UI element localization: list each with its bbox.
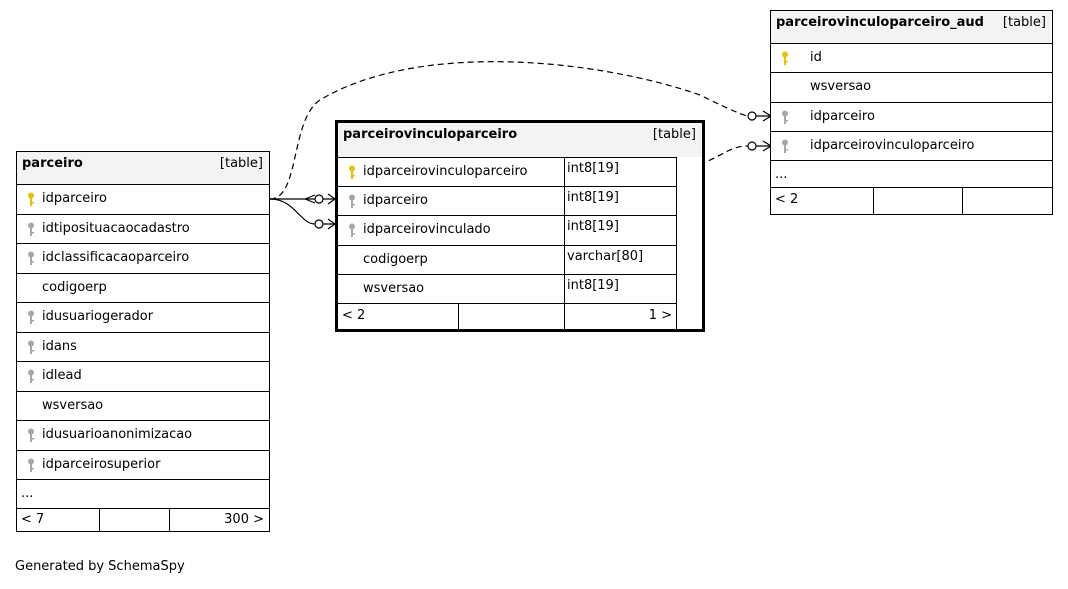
column-type: int8[19] — [567, 277, 619, 293]
foreign-key-icon — [348, 194, 356, 209]
table-header: parceiro [table] — [17, 152, 269, 184]
table-kind: [table] — [1002, 15, 1046, 30]
table-parceirovinculoparceiro-aud[interactable]: parceirovinculoparceiro_aud [table] id ws… — [770, 10, 1053, 215]
column-name: idparceirovinculado — [363, 222, 491, 238]
foreign-key-icon — [27, 458, 35, 473]
column-row[interactable]: idparceirovinculado int8[19] — [338, 215, 677, 245]
table-name: parceirovinculoparceiro — [343, 127, 518, 142]
column-row[interactable]: idtiposituacaocadastro — [17, 213, 269, 244]
column-row[interactable]: idparceirosuperior — [17, 449, 269, 480]
column-name: idparceirovinculoparceiro — [810, 137, 975, 153]
column-row[interactable]: idparceiro — [771, 101, 1052, 131]
zero-many-marker — [314, 219, 324, 229]
column-row[interactable]: idusuarioanonimizacao — [17, 420, 269, 450]
table-footer: < 2 — [771, 187, 1052, 214]
column-row[interactable]: idusuariogerador — [17, 302, 269, 332]
column-name: codigoerp — [42, 279, 107, 295]
column-name: idusuarioanonimizacao — [42, 427, 193, 442]
row-count: 1 > — [648, 308, 672, 323]
foreign-key-icon — [27, 251, 35, 266]
column-name: idparceiro — [363, 193, 428, 209]
column-name: codigoerp — [363, 251, 428, 267]
column-name: idlead — [42, 368, 82, 383]
relation-parceiro-to-vinculo-idparceirovinculado — [269, 198, 316, 225]
more-indicator: ... — [775, 167, 788, 182]
column-name: wsversao — [42, 397, 104, 413]
parent-count: < 2 — [775, 192, 799, 207]
table-parceiro[interactable]: parceiro [table] idparceiro idtiposituaca… — [16, 151, 270, 532]
table-parceirovinculoparceiro[interactable]: parceirovinculoparceiro [table] idparcei… — [335, 120, 705, 332]
foreign-key-icon — [781, 139, 789, 154]
generated-by-text: Generated by SchemaSpy — [15, 559, 185, 574]
foreign-key-icon — [27, 369, 35, 384]
column-row[interactable]: idlead — [17, 361, 269, 391]
more-columns-row: ... — [17, 479, 269, 508]
zero-many-marker — [747, 111, 757, 121]
column-type: int8[19] — [567, 219, 619, 235]
column-name: idtiposituacaocadastro — [42, 220, 190, 236]
foreign-key-icon — [348, 223, 356, 238]
more-columns-row: ... — [771, 160, 1052, 187]
table-kind: [table] — [652, 127, 696, 142]
primary-key-icon — [348, 165, 356, 180]
column-row[interactable]: idparceiro — [17, 184, 269, 214]
column-name: idclassificacaoparceiro — [42, 250, 190, 265]
column-row[interactable]: codigoerp — [17, 272, 269, 303]
more-indicator: ... — [21, 486, 34, 501]
column-name: idparceiro — [810, 108, 875, 124]
parent-count: < 2 — [342, 308, 366, 323]
column-type: varchar[80] — [567, 248, 644, 264]
column-name: idans — [42, 338, 77, 354]
column-name: id — [810, 50, 822, 65]
column-row[interactable]: wsversao — [771, 72, 1052, 101]
table-name: parceiro — [22, 156, 83, 171]
row-count: 300 > — [224, 512, 264, 527]
column-row[interactable]: idclassificacaoparceiro — [17, 243, 269, 273]
table-name: parceirovinculoparceiro_aud — [776, 15, 984, 30]
table-header: parceirovinculoparceiro [table] — [338, 123, 702, 157]
zero-many-marker — [747, 141, 757, 151]
foreign-key-icon — [27, 428, 35, 443]
table-footer: < 7 300 > — [17, 508, 269, 531]
column-row[interactable]: codigoerp varchar[80] — [338, 244, 677, 274]
column-row[interactable]: idparceiro int8[19] — [338, 186, 677, 216]
column-type: int8[19] — [567, 161, 619, 176]
column-type: int8[19] — [567, 190, 619, 206]
relation-parceiro-to-aud-idparceiro — [269, 61, 749, 200]
column-row[interactable]: id — [771, 43, 1052, 72]
foreign-key-icon — [27, 310, 35, 325]
foreign-key-icon — [27, 222, 35, 237]
column-name: idusuariogerador — [42, 309, 154, 324]
foreign-key-icon — [27, 340, 35, 355]
column-row[interactable]: idparceirovinculoparceiro int8[19] — [338, 157, 677, 187]
zero-many-marker — [314, 194, 324, 204]
column-name: wsversao — [363, 280, 425, 296]
column-name: idparceirosuperior — [42, 456, 161, 472]
foreign-key-icon — [781, 110, 789, 125]
column-row[interactable]: idans — [17, 331, 269, 362]
primary-key-icon — [27, 192, 35, 207]
column-row[interactable]: wsversao — [17, 390, 269, 421]
column-name: wsversao — [810, 79, 872, 95]
column-row[interactable]: wsversao int8[19] — [338, 273, 677, 303]
table-footer: < 2 1 > — [338, 303, 677, 329]
column-name: idparceirovinculoparceiro — [363, 164, 528, 179]
table-header: parceirovinculoparceiro_aud [table] — [771, 11, 1052, 43]
primary-key-icon — [781, 51, 789, 66]
column-name: idparceiro — [42, 191, 107, 206]
column-row[interactable]: idparceirovinculoparceiro — [771, 130, 1052, 160]
parent-count: < 7 — [21, 512, 45, 527]
table-kind: [table] — [219, 156, 263, 171]
